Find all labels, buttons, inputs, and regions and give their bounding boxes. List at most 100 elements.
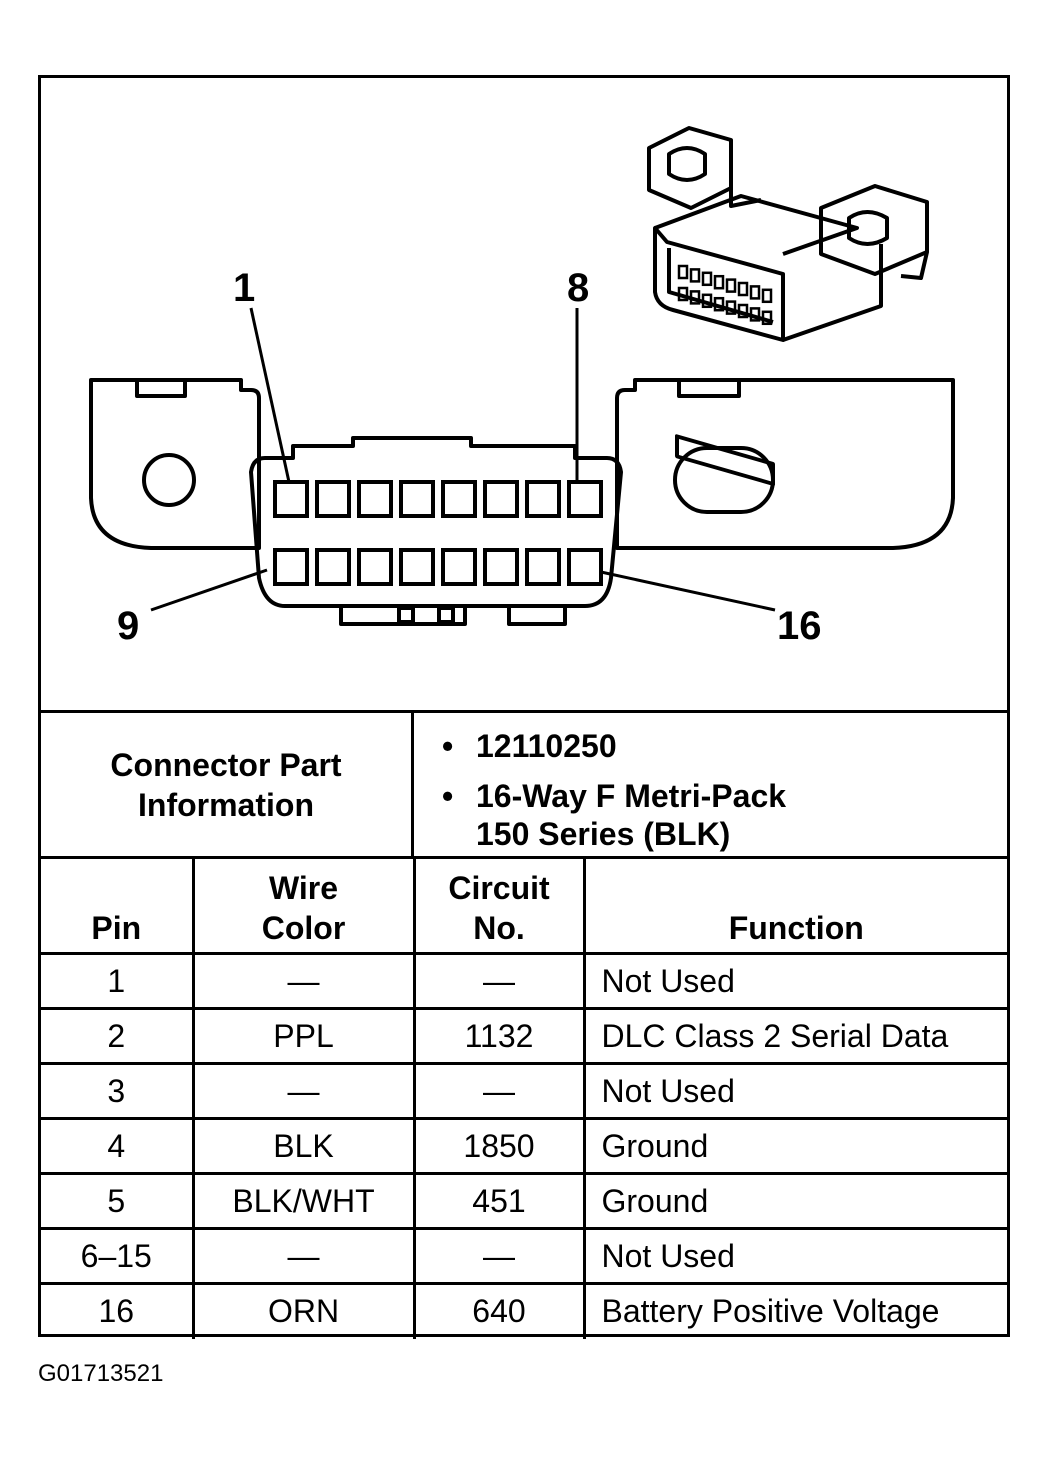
header-function: Function	[584, 857, 1007, 955]
circuit-cell: 451	[414, 1173, 586, 1230]
circuit-cell: —	[414, 1228, 586, 1285]
wire-color-cell: ORN	[193, 1283, 416, 1339]
figure-code: G01713521	[38, 1360, 164, 1387]
connector-info-details: • 12110250 • 16-Way F Metri-Pack 150 Ser…	[414, 713, 1007, 856]
connector-description-line1: 16-Way F Metri-Pack	[476, 778, 787, 814]
pin-cell: 16	[41, 1283, 195, 1339]
pin-cell: 4	[41, 1118, 195, 1175]
left-mount-hole	[142, 453, 196, 507]
connector-description-line2: 150 Series (BLK)	[476, 816, 731, 852]
function-cell: Battery Positive Voltage	[601, 1293, 940, 1330]
iso-pin-cavity	[689, 268, 701, 283]
pin-cavity-9	[273, 548, 309, 586]
iso-pin-cavity	[677, 286, 689, 302]
pin-cell: 6–15	[41, 1228, 195, 1285]
pin-cavity-7	[525, 480, 561, 518]
header-pin: Pin	[41, 857, 195, 955]
wire-color-cell: BLK	[193, 1118, 416, 1175]
wire-color-cell: —	[193, 1063, 416, 1120]
pin-cavity-13	[441, 548, 477, 586]
pin-cavity-8	[567, 480, 603, 518]
pin-cavity-5	[441, 480, 477, 518]
pin-cavity-12	[399, 548, 435, 586]
bullet-icon: •	[442, 778, 454, 814]
leader-pin-9	[150, 568, 268, 612]
iso-pin-cavity	[725, 300, 737, 315]
right-ear-tab	[677, 378, 741, 398]
iso-pin-cavity	[761, 288, 773, 304]
pin-cell: 2	[41, 1008, 195, 1065]
bottom-latch-right	[507, 606, 567, 626]
part-number-item: • 12110250	[442, 727, 617, 765]
leader-pin-16	[600, 570, 776, 612]
table-row: 3——Not Used	[41, 1063, 1007, 1120]
pin-cavity-11	[357, 548, 393, 586]
wire-color-cell: PPL	[193, 1008, 416, 1065]
pin-cavity-16	[567, 548, 603, 586]
wire-color-cell: —	[193, 953, 416, 1010]
function-cell: Not Used	[584, 953, 1007, 1010]
circuit-cell: 640	[414, 1283, 586, 1339]
connector-info-label-line1: Connector Part	[110, 746, 342, 783]
function-cell: Ground	[584, 1173, 1007, 1230]
iso-pin-cavity	[737, 281, 749, 297]
circuit-cell: 1850	[414, 1118, 586, 1175]
wire-color-cell: BLK/WHT	[193, 1173, 416, 1230]
pin-cell: 5	[41, 1173, 195, 1230]
iso-pin-cavity	[761, 310, 773, 326]
pin-label-16: 16	[777, 604, 822, 648]
pin-label-1: 1	[233, 266, 256, 310]
figure-frame: 1 8 9 16 Connector Part Information • 12…	[38, 75, 1010, 1339]
left-mounting-ear	[89, 378, 261, 550]
pin-cavity-14	[483, 548, 519, 586]
pin-cavity-3	[357, 480, 393, 518]
leader-pin-1	[249, 307, 291, 483]
iso-pin-cavity	[725, 278, 737, 293]
pin-cavity-15	[525, 548, 561, 586]
iso-pin-cavity	[737, 303, 749, 319]
pin-cavity-10	[315, 548, 351, 586]
table-row: 1——Not Used	[41, 953, 1007, 1010]
iso-pin-cavity	[713, 296, 725, 312]
pin-cavity-6	[483, 480, 519, 518]
function-cell: Not Used	[584, 1063, 1007, 1120]
left-ear-tab	[135, 378, 187, 398]
right-mounting-ear	[615, 378, 955, 550]
connector-description-item: • 16-Way F Metri-Pack 150 Series (BLK)	[442, 777, 787, 853]
pin-cavity-1	[273, 480, 309, 518]
iso-pin-cavity	[677, 264, 689, 280]
bullet-icon: •	[442, 728, 454, 764]
iso-pin-cavity	[713, 274, 725, 290]
pin-label-8: 8	[567, 266, 590, 310]
connector-info-label-line2: Information	[138, 786, 314, 823]
wire-color-cell: —	[193, 1228, 416, 1285]
connector-isometric-view	[647, 126, 929, 486]
connector-info-label: Connector Part Information	[41, 713, 414, 856]
circuit-cell: 1132	[414, 1008, 586, 1065]
iso-pin-cavity	[701, 271, 713, 287]
iso-pin-cavity	[701, 293, 713, 309]
part-number: 12110250	[476, 728, 617, 764]
iso-pin-cavity	[749, 307, 761, 322]
pin-cavity-4	[399, 480, 435, 518]
pin-label-9: 9	[117, 604, 140, 648]
function-cell: DLC Class 2 Serial Data	[584, 1008, 1007, 1065]
connector-diagram: 1 8 9 16	[41, 78, 1007, 710]
iso-pin-cavity	[689, 290, 701, 305]
pin-cavity-2	[315, 480, 351, 518]
connector-drawing	[89, 126, 955, 626]
pin-cell: 1	[41, 953, 195, 1010]
circuit-cell: —	[414, 1063, 586, 1120]
pin-cell: 3	[41, 1063, 195, 1120]
connector-part-information: Connector Part Information • 12110250 • …	[41, 710, 1007, 856]
function-cell: Not Used	[584, 1228, 1007, 1285]
table-row: 6–15——Not Used	[41, 1228, 1007, 1285]
